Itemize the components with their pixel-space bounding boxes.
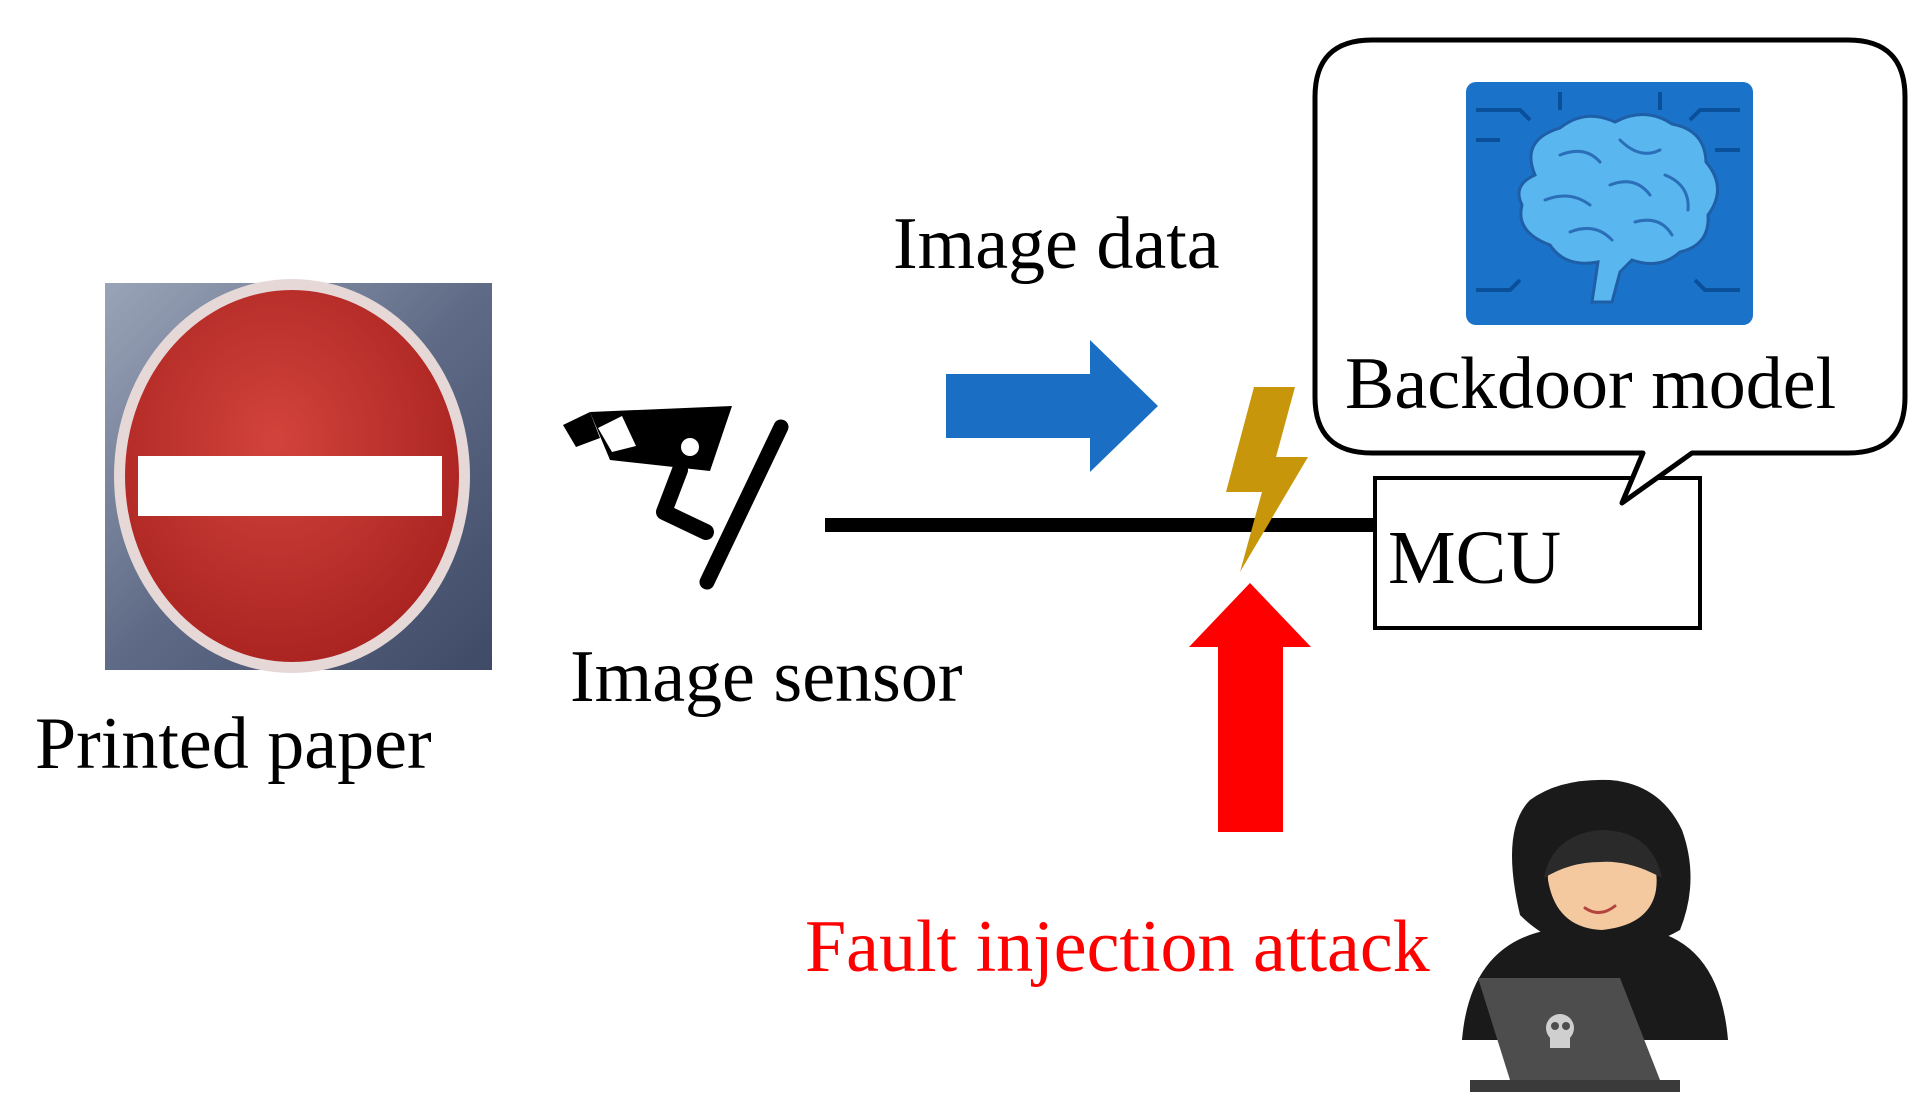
image-sensor-label: Image sensor — [570, 636, 963, 718]
mcu-box — [1373, 476, 1702, 630]
security-camera-icon — [563, 406, 789, 590]
lightning-bolt-icon — [1226, 387, 1308, 572]
hooded-hacker-laptop-icon — [1462, 779, 1728, 1092]
image-data-label: Image data — [893, 203, 1220, 285]
image-data-arrow — [946, 340, 1158, 472]
printed-paper-label: Printed paper — [35, 703, 432, 785]
backdoor-model-label: Backdoor model — [1345, 343, 1837, 425]
fault-injection-arrow — [1189, 583, 1311, 832]
fault-injection-label: Fault injection attack — [805, 906, 1430, 988]
mcu-label: MCU — [1388, 516, 1562, 600]
no-entry-sign-image — [105, 279, 492, 673]
brain-circuit-icon — [1466, 82, 1753, 325]
